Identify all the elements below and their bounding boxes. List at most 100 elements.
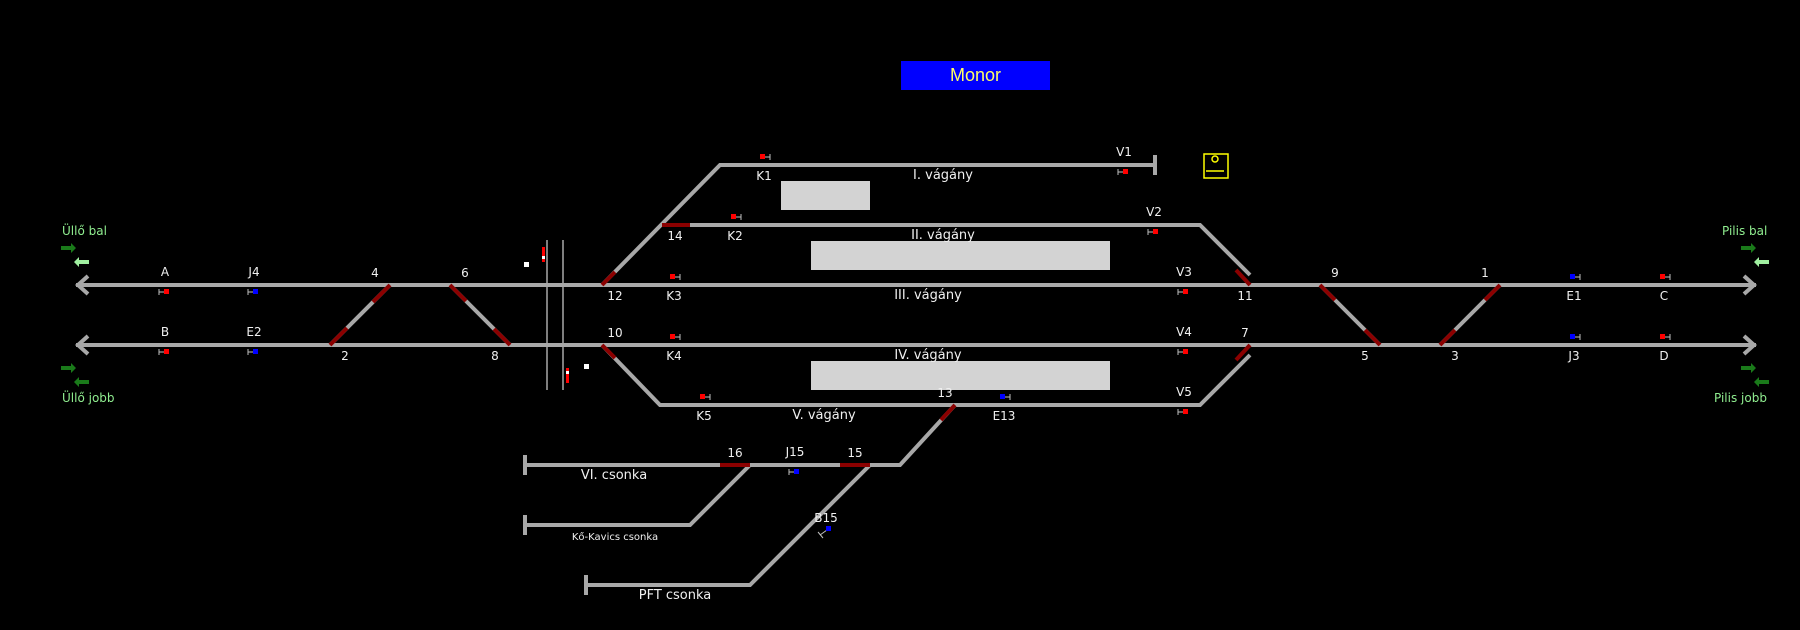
arrow-in-ullo-jobb-icon[interactable]	[74, 377, 89, 387]
signal-lamp-icon	[1570, 334, 1575, 339]
switch-6-segment[interactable]	[448, 283, 468, 303]
switch-7-segment[interactable]	[1234, 343, 1252, 362]
signal-label-V4: V4	[1176, 325, 1192, 339]
signal-label-K5: K5	[696, 409, 712, 423]
track-13-link[interactable]	[855, 403, 957, 467]
signal-lamp-icon	[670, 274, 675, 279]
signal-label-K2: K2	[727, 229, 743, 243]
signal-lamp-icon	[731, 214, 736, 219]
signal-K4[interactable]	[670, 334, 681, 340]
signal-label-E2: E2	[246, 325, 262, 339]
switch-label-7: 7	[1241, 326, 1249, 340]
arrow-in-pilis-jobb-icon[interactable]	[1754, 377, 1769, 387]
arrow-out-pilis-bal-icon[interactable]	[1741, 243, 1756, 253]
signal-K1[interactable]	[760, 154, 771, 160]
switch-label-11: 11	[1237, 289, 1253, 303]
track-2[interactable]	[662, 223, 1252, 277]
switch-label-15: 15	[847, 446, 863, 460]
track-label-kokavics: Kő-Kavics csonka	[571, 532, 659, 543]
signal-lamp-icon	[670, 334, 675, 339]
track-pft[interactable]	[586, 463, 872, 587]
signal-A[interactable]	[158, 289, 169, 295]
signal-J4[interactable]	[247, 289, 258, 295]
signal-B15[interactable]	[817, 526, 831, 539]
signal-E13[interactable]	[1000, 394, 1011, 400]
switch-13-segment[interactable]	[939, 403, 957, 422]
crossing-light-lower	[584, 364, 589, 369]
signal-V3[interactable]	[1177, 289, 1188, 295]
switch-label-2: 2	[341, 349, 349, 363]
switch-12-segment[interactable]	[600, 270, 617, 287]
arrow-left-lower	[75, 334, 90, 356]
signal-label-K4: K4	[666, 349, 682, 363]
switch-9-segment[interactable]	[1318, 283, 1337, 302]
crossing-barrier-upper[interactable]	[542, 247, 545, 262]
signal-lamp-icon	[164, 289, 169, 294]
signal-label-K1: K1	[756, 169, 772, 183]
arrow-out-pilis-jobb-icon[interactable]	[1741, 363, 1756, 373]
switch-label-1: 1	[1481, 266, 1489, 280]
signal-label-J3: J3	[1568, 349, 1580, 363]
signal-E1[interactable]	[1570, 274, 1581, 280]
station-building-icon[interactable]	[1203, 153, 1229, 179]
signal-label-E13: E13	[992, 409, 1016, 423]
signal-V4[interactable]	[1177, 349, 1188, 355]
direction-label-pilis-jobb: Pilis jobb	[1714, 391, 1767, 405]
signal-lamp-icon	[253, 349, 258, 354]
crossing-barrier-lower[interactable]	[566, 368, 569, 383]
switch-2-segment[interactable]	[328, 326, 349, 347]
switch-8-segment[interactable]	[492, 327, 512, 347]
signal-V5[interactable]	[1177, 409, 1188, 415]
track-5[interactable]	[600, 343, 1252, 407]
signal-label-E1: E1	[1566, 289, 1582, 303]
track-1[interactable]	[600, 163, 1155, 287]
signal-label-K3: K3	[666, 289, 682, 303]
signal-C[interactable]	[1660, 274, 1671, 280]
arrow-out-ullo-bal-icon[interactable]	[61, 243, 76, 253]
arrow-left-upper	[75, 274, 90, 296]
signal-D[interactable]	[1660, 334, 1671, 340]
signal-J15[interactable]	[788, 469, 799, 475]
signal-lamp-icon	[700, 394, 705, 399]
arrow-in-ullo-bal-icon[interactable]	[74, 257, 89, 267]
signal-V2[interactable]	[1147, 229, 1158, 235]
signal-label-D: D	[1659, 349, 1669, 363]
station-title[interactable]: Monor	[901, 61, 1050, 90]
switch-label-14: 14	[667, 229, 683, 243]
track-label-1: I. vágány	[913, 168, 973, 183]
switch-label-9: 9	[1331, 266, 1339, 280]
switch-3-segment[interactable]	[1438, 328, 1457, 347]
arrow-in-pilis-bal-icon[interactable]	[1754, 257, 1769, 267]
signal-B[interactable]	[158, 349, 169, 355]
signal-lamp-icon	[1660, 334, 1665, 339]
track-label-3: III. vágány	[894, 288, 962, 303]
signal-label-B15: B15	[814, 511, 838, 525]
crossing-barrier-upper-white	[542, 256, 545, 259]
switch-4-segment[interactable]	[371, 283, 392, 304]
arrow-out-ullo-jobb-icon[interactable]	[61, 363, 76, 373]
signal-lamp-icon	[1570, 274, 1575, 279]
signal-K2[interactable]	[731, 214, 742, 220]
signal-V1[interactable]	[1117, 169, 1128, 175]
signal-E2[interactable]	[247, 349, 258, 355]
switch-5-segment[interactable]	[1363, 328, 1382, 347]
signal-K3[interactable]	[670, 274, 681, 280]
signal-label-C: C	[1659, 289, 1669, 303]
signal-stem-icon	[819, 529, 828, 536]
switch-label-5: 5	[1361, 349, 1369, 363]
signal-label-J15: J15	[785, 445, 805, 459]
signal-lamp-icon	[760, 154, 765, 159]
switch-1-segment[interactable]	[1483, 283, 1502, 302]
direction-label-pilis-bal: Pilis bal	[1722, 224, 1768, 238]
signal-lamp-icon	[794, 469, 799, 474]
direction-arrows-right	[1741, 243, 1769, 387]
switch-10-segment[interactable]	[600, 343, 617, 360]
signal-label-B: B	[160, 325, 170, 339]
signal-K5[interactable]	[700, 394, 711, 400]
switch-11-segment[interactable]	[1234, 268, 1252, 287]
signal-J3[interactable]	[1570, 334, 1581, 340]
track-kokavics[interactable]	[525, 463, 752, 527]
switch-label-13: 13	[937, 386, 953, 400]
track-label-5: V. vágány	[792, 408, 856, 423]
signal-label-A: A	[160, 265, 170, 279]
